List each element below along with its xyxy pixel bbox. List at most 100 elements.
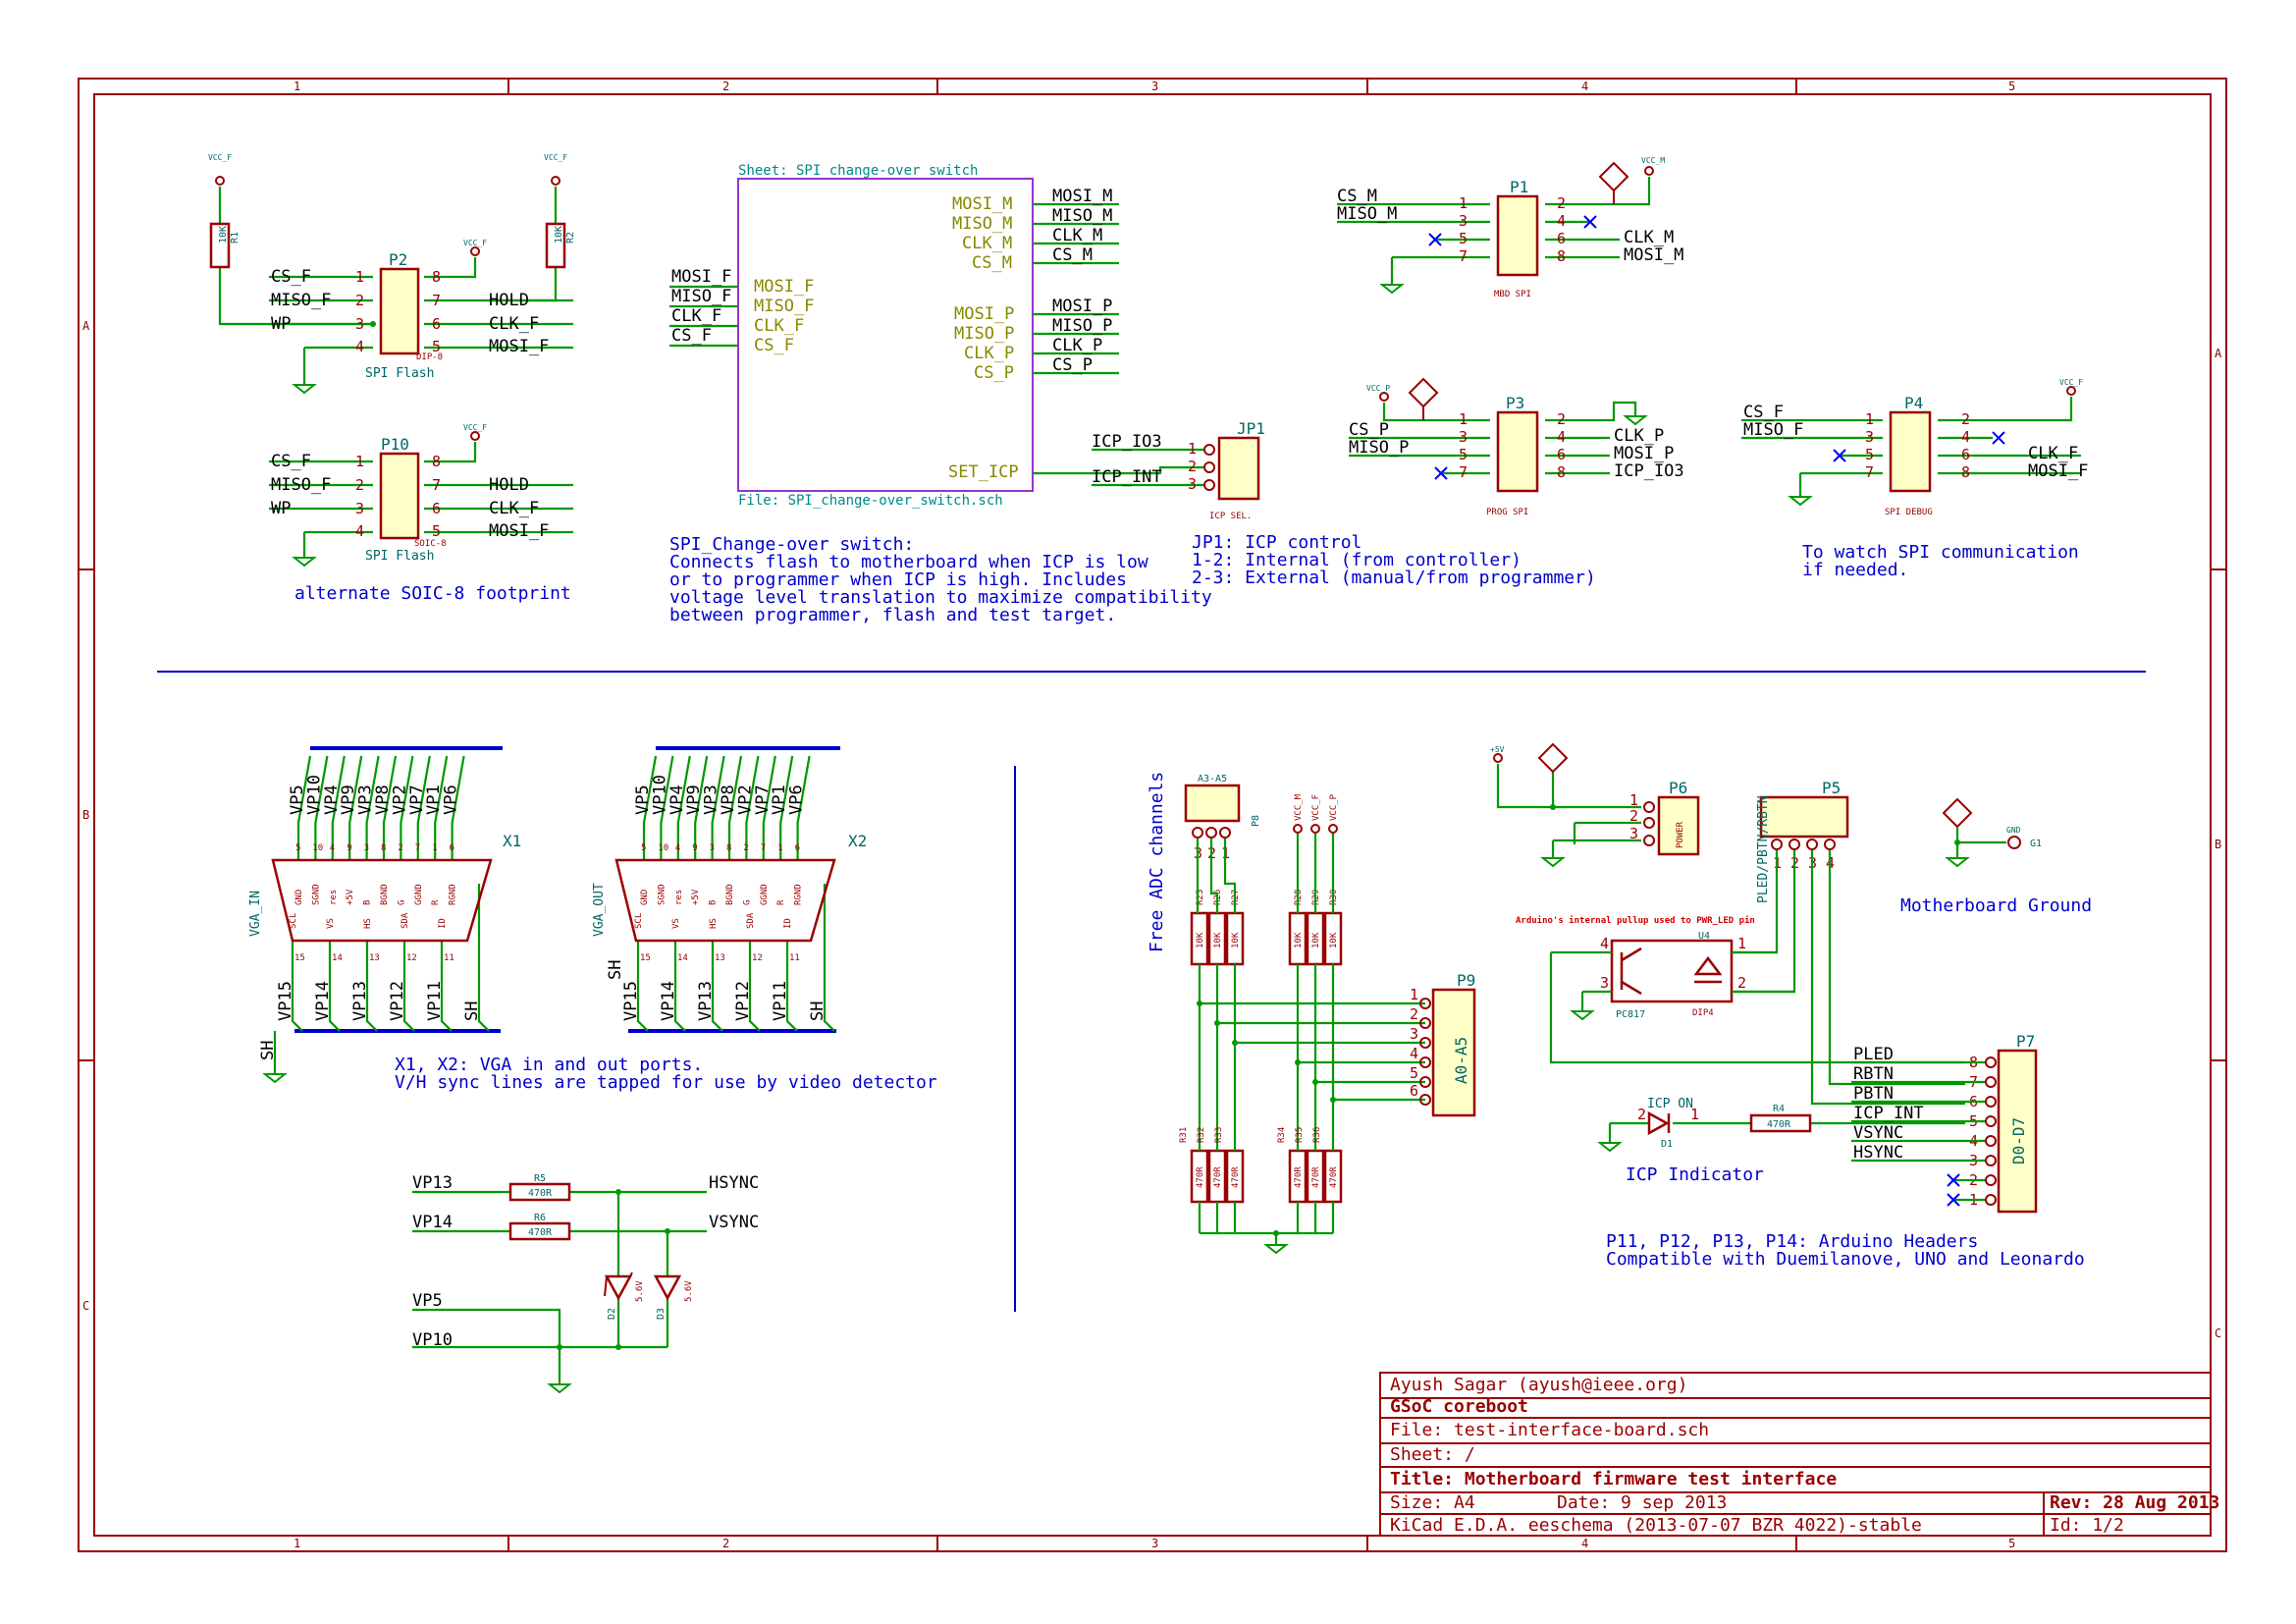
sheet-left-net-cs: CS_F: [671, 326, 712, 346]
jp1-note-line-2: 1-2: Internal (from controller): [1192, 550, 1522, 570]
x2-top-label-5: VP8: [719, 785, 738, 815]
x1-value: VGA_IN: [248, 891, 263, 937]
x2-top-label-9: VP6: [787, 785, 807, 815]
p10-value: SOIC-8: [414, 539, 447, 549]
p9-ref: P9: [1457, 971, 1475, 990]
sync-net-vp13: VP13: [412, 1173, 453, 1193]
p4-ref: P4: [1904, 394, 1923, 412]
u4-optocoupler: Arduino's internal pullup used to PWR_LE…: [1516, 915, 1965, 1064]
p10-ref: P10: [381, 435, 409, 454]
p2-net-hold: HOLD: [489, 291, 529, 310]
x2-top-name-1: SGND: [657, 884, 667, 905]
frame-col-3-top: 3: [1151, 80, 1158, 93]
x1-bottom-label-2: VP13: [350, 981, 370, 1021]
x1-top-pin-7: 7: [415, 843, 420, 853]
x2-top-name-2: res: [674, 890, 684, 905]
x1-top-name-2: res: [329, 890, 339, 905]
tb-project: GSoC coreboot: [1390, 1396, 1528, 1417]
x2-bottom-label-1: VP14: [659, 981, 678, 1021]
p10-note: alternate SOIC-8 footprint: [294, 583, 571, 604]
tb-tool: KiCad E.D.A. eeschema (2013-07-07 BZR 40…: [1390, 1515, 1922, 1536]
p4-pin-7: 7: [1865, 463, 1874, 481]
x2-bottom-pin-3: 12: [752, 953, 763, 963]
x1-bottom-name-2: HS: [363, 918, 373, 929]
jp1-note-line-3: 2-3: External (manual/from programmer): [1192, 568, 1596, 588]
tb-id: Id: 1/2: [2050, 1515, 2124, 1536]
x1-top-name-5: BGND: [380, 884, 390, 905]
p10-title: SPI Flash: [365, 549, 434, 564]
x2-bottom-label-0: VP15: [621, 981, 641, 1021]
p10-chip-body: [379, 452, 420, 540]
x1-top-label-9: VP6: [442, 785, 461, 815]
sheet-right-net-mosi-p: MOSI_P: [1052, 297, 1112, 316]
r1-ref: R1: [230, 232, 240, 244]
x2-top-label-6: VP2: [735, 785, 755, 815]
jp1-pin-2: 2: [1188, 458, 1197, 475]
sync-net-vp14: VP14: [412, 1213, 453, 1232]
x2-bottom-name-4: ID: [783, 918, 793, 929]
x2-top-label-0: VP5: [633, 785, 653, 815]
u4-ref: U4: [1698, 931, 1710, 942]
d1-led: [1647, 1110, 1671, 1136]
r31-ref: R31: [1179, 1127, 1189, 1143]
d3-value: 5.6V: [684, 1280, 694, 1302]
r26-value: 10K: [1213, 932, 1223, 948]
frame-row-b-right: B: [2215, 838, 2221, 851]
p9-pin-2: 2: [1410, 1005, 1418, 1023]
x2-top-pin-2: 4: [675, 843, 680, 853]
r36-ref: R36: [1312, 1127, 1322, 1143]
x1-bottom-name-3: SDA: [400, 912, 410, 929]
x1-top-label-6: VP2: [390, 785, 409, 815]
p1-pin-2: 2: [1557, 194, 1566, 212]
x2-bottom-label-5: SH: [808, 1001, 828, 1021]
x2-top-label-2: VP4: [667, 785, 687, 815]
p4-spi-debug: P4 SPI DEBUG CS_F MISO_F 1 3 5 7 VCC_F C…: [1741, 378, 2088, 580]
x1-top-pin-9: 6: [450, 843, 454, 853]
frame-col-5-top: 5: [2008, 80, 2015, 93]
u4-pin-3: 3: [1600, 974, 1609, 992]
p3-ref: P3: [1506, 394, 1524, 412]
p1-body: [1496, 194, 1539, 277]
p2-pin-2: 2: [355, 292, 364, 309]
p3-pin-1: 1: [1459, 410, 1468, 428]
p4-body: [1889, 410, 1932, 493]
x1-top-name-1: SGND: [311, 884, 321, 905]
p2-net-miso: MISO_F: [271, 291, 331, 310]
sheet-port-clk-p: CLK_P: [964, 344, 1014, 363]
r25-ref: R25: [1196, 890, 1205, 905]
p10-net-hold: HOLD: [489, 475, 529, 495]
sheet-port-miso-p: MISO_P: [954, 324, 1014, 344]
r2-value: 10K: [554, 226, 564, 244]
r2-ref: R2: [565, 232, 576, 244]
r2-resistor: [545, 222, 566, 269]
d2-zener: [604, 1274, 633, 1301]
sheet-right-net-clk-m: CLK_M: [1052, 226, 1102, 245]
p1-pin-7: 7: [1459, 247, 1468, 265]
sheet-port-mosi-f: MOSI_F: [754, 277, 814, 297]
sync-net-hsync: HSYNC: [709, 1173, 759, 1193]
tb-file: File: test-interface-board.sch: [1390, 1420, 1709, 1440]
jp1-pin-1: 1: [1188, 440, 1197, 458]
p2-spi-flash: 10K R1 VCC_F 10K R2 VCC_F P2 DIP-8 SPI F…: [208, 153, 576, 395]
p4-net-cs-f: CS_F: [1743, 403, 1784, 422]
tb-sheet: Sheet: /: [1390, 1444, 1475, 1465]
u4-pin-1: 1: [1737, 935, 1746, 952]
x2-top-pin-0: 5: [641, 843, 646, 853]
jp1-ref: JP1: [1237, 419, 1265, 438]
x1-connector-body: [271, 858, 493, 943]
x2-top-name-9: RGND: [794, 884, 804, 905]
tb-rev: Rev: 28 Aug 2013: [2050, 1492, 2219, 1513]
x2-top-label-3: VP9: [684, 785, 704, 815]
sheet-right-net-miso-p: MISO_P: [1052, 316, 1112, 336]
r36-value: 470R: [1329, 1166, 1339, 1188]
r31-value: 470R: [1196, 1166, 1205, 1188]
p10-net-mosi: MOSI_F: [489, 521, 549, 541]
x1-bottom-label-4: VP11: [425, 981, 445, 1021]
x1-top-label-5: VP8: [373, 785, 393, 815]
sheet-port-clk-f: CLK_F: [754, 316, 804, 336]
r1-resistor: [209, 222, 231, 269]
tb-size: Size: A4: [1390, 1492, 1475, 1513]
p1-net-miso-m: MISO_M: [1337, 204, 1397, 224]
p3-net-miso-p: MISO_P: [1349, 438, 1409, 458]
